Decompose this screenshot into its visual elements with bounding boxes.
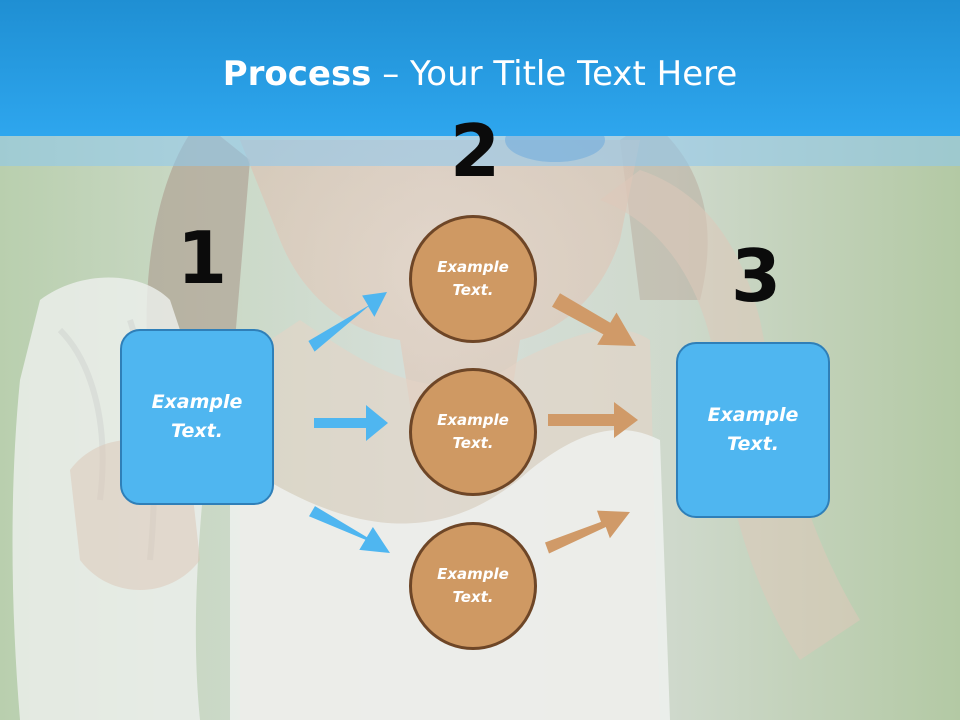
arrow-to-top-circle <box>308 292 387 352</box>
title-rest-part: – Your Title Text Here <box>371 54 738 94</box>
process-circle-top-text: Example Text. <box>437 258 509 299</box>
arrow-to-middle-circle <box>314 405 388 441</box>
arrow-from-middle-circle <box>548 402 638 438</box>
tan-arrows <box>545 293 638 554</box>
process-circle-middle-text: Example Text. <box>437 411 509 452</box>
arrow-to-bottom-circle <box>309 506 390 553</box>
arrow-from-bottom-circle <box>545 510 630 554</box>
title-bar <box>0 0 960 136</box>
process-circle-top: Example Text. <box>409 215 537 343</box>
arrow-from-top-circle <box>552 293 636 346</box>
step-number-1: 1 <box>177 216 228 300</box>
step-number-3: 3 <box>731 234 782 318</box>
process-box-right: Example Text. <box>676 342 830 518</box>
blue-arrows <box>308 292 390 553</box>
process-box-left-text: Example Text. <box>151 391 243 442</box>
process-circle-bottom: Example Text. <box>409 522 537 650</box>
process-circle-middle: Example Text. <box>409 368 537 496</box>
process-box-left: Example Text. <box>120 329 274 505</box>
title-bold-part: Process <box>222 54 372 94</box>
step-number-2: 2 <box>450 109 501 193</box>
title-strip <box>0 136 960 166</box>
process-box-right-text: Example Text. <box>707 404 799 455</box>
slide-title: Process – Your Title Text Here <box>0 52 960 96</box>
process-circle-bottom-text: Example Text. <box>437 565 509 606</box>
